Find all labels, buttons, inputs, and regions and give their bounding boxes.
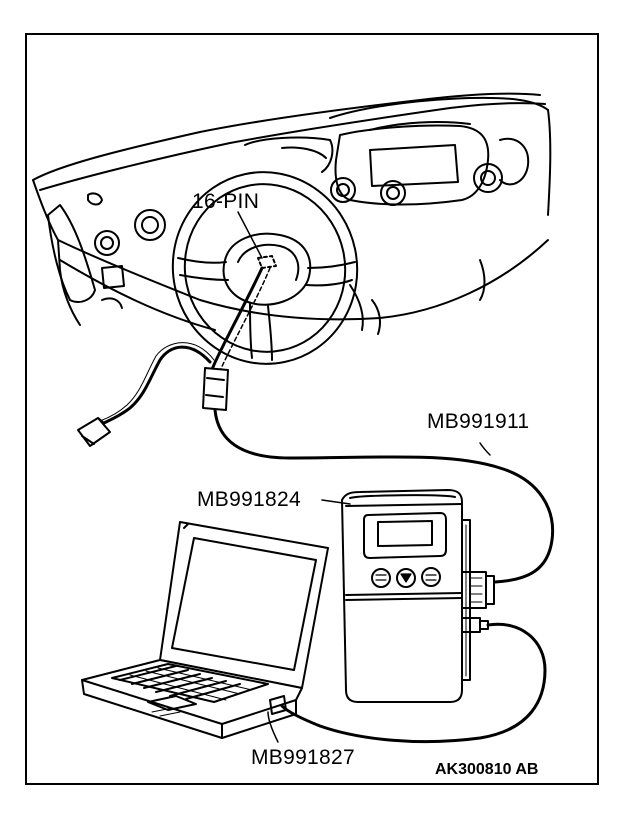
vci-leader — [321, 499, 351, 505]
vci-interface-unit — [341, 489, 495, 703]
figure-frame — [25, 33, 599, 785]
connector-label: 16-PIN — [192, 190, 260, 213]
obd-plug — [77, 417, 111, 447]
steering-wheel — [171, 171, 359, 365]
main-cable-label: MB991911 — [427, 410, 530, 433]
dashboard-illustration — [32, 92, 552, 335]
usb-cable-line — [280, 622, 547, 744]
main-cable — [213, 408, 555, 584]
cable-splitter — [99, 342, 229, 426]
figure-code: AK300810 AB — [435, 761, 539, 778]
obd-connector — [237, 211, 277, 269]
usb-cable-label: MB991827 — [251, 746, 355, 769]
laptop-computer — [81, 521, 329, 739]
usb-leader — [267, 711, 279, 743]
interface-unit-label: MB991824 — [197, 488, 301, 511]
